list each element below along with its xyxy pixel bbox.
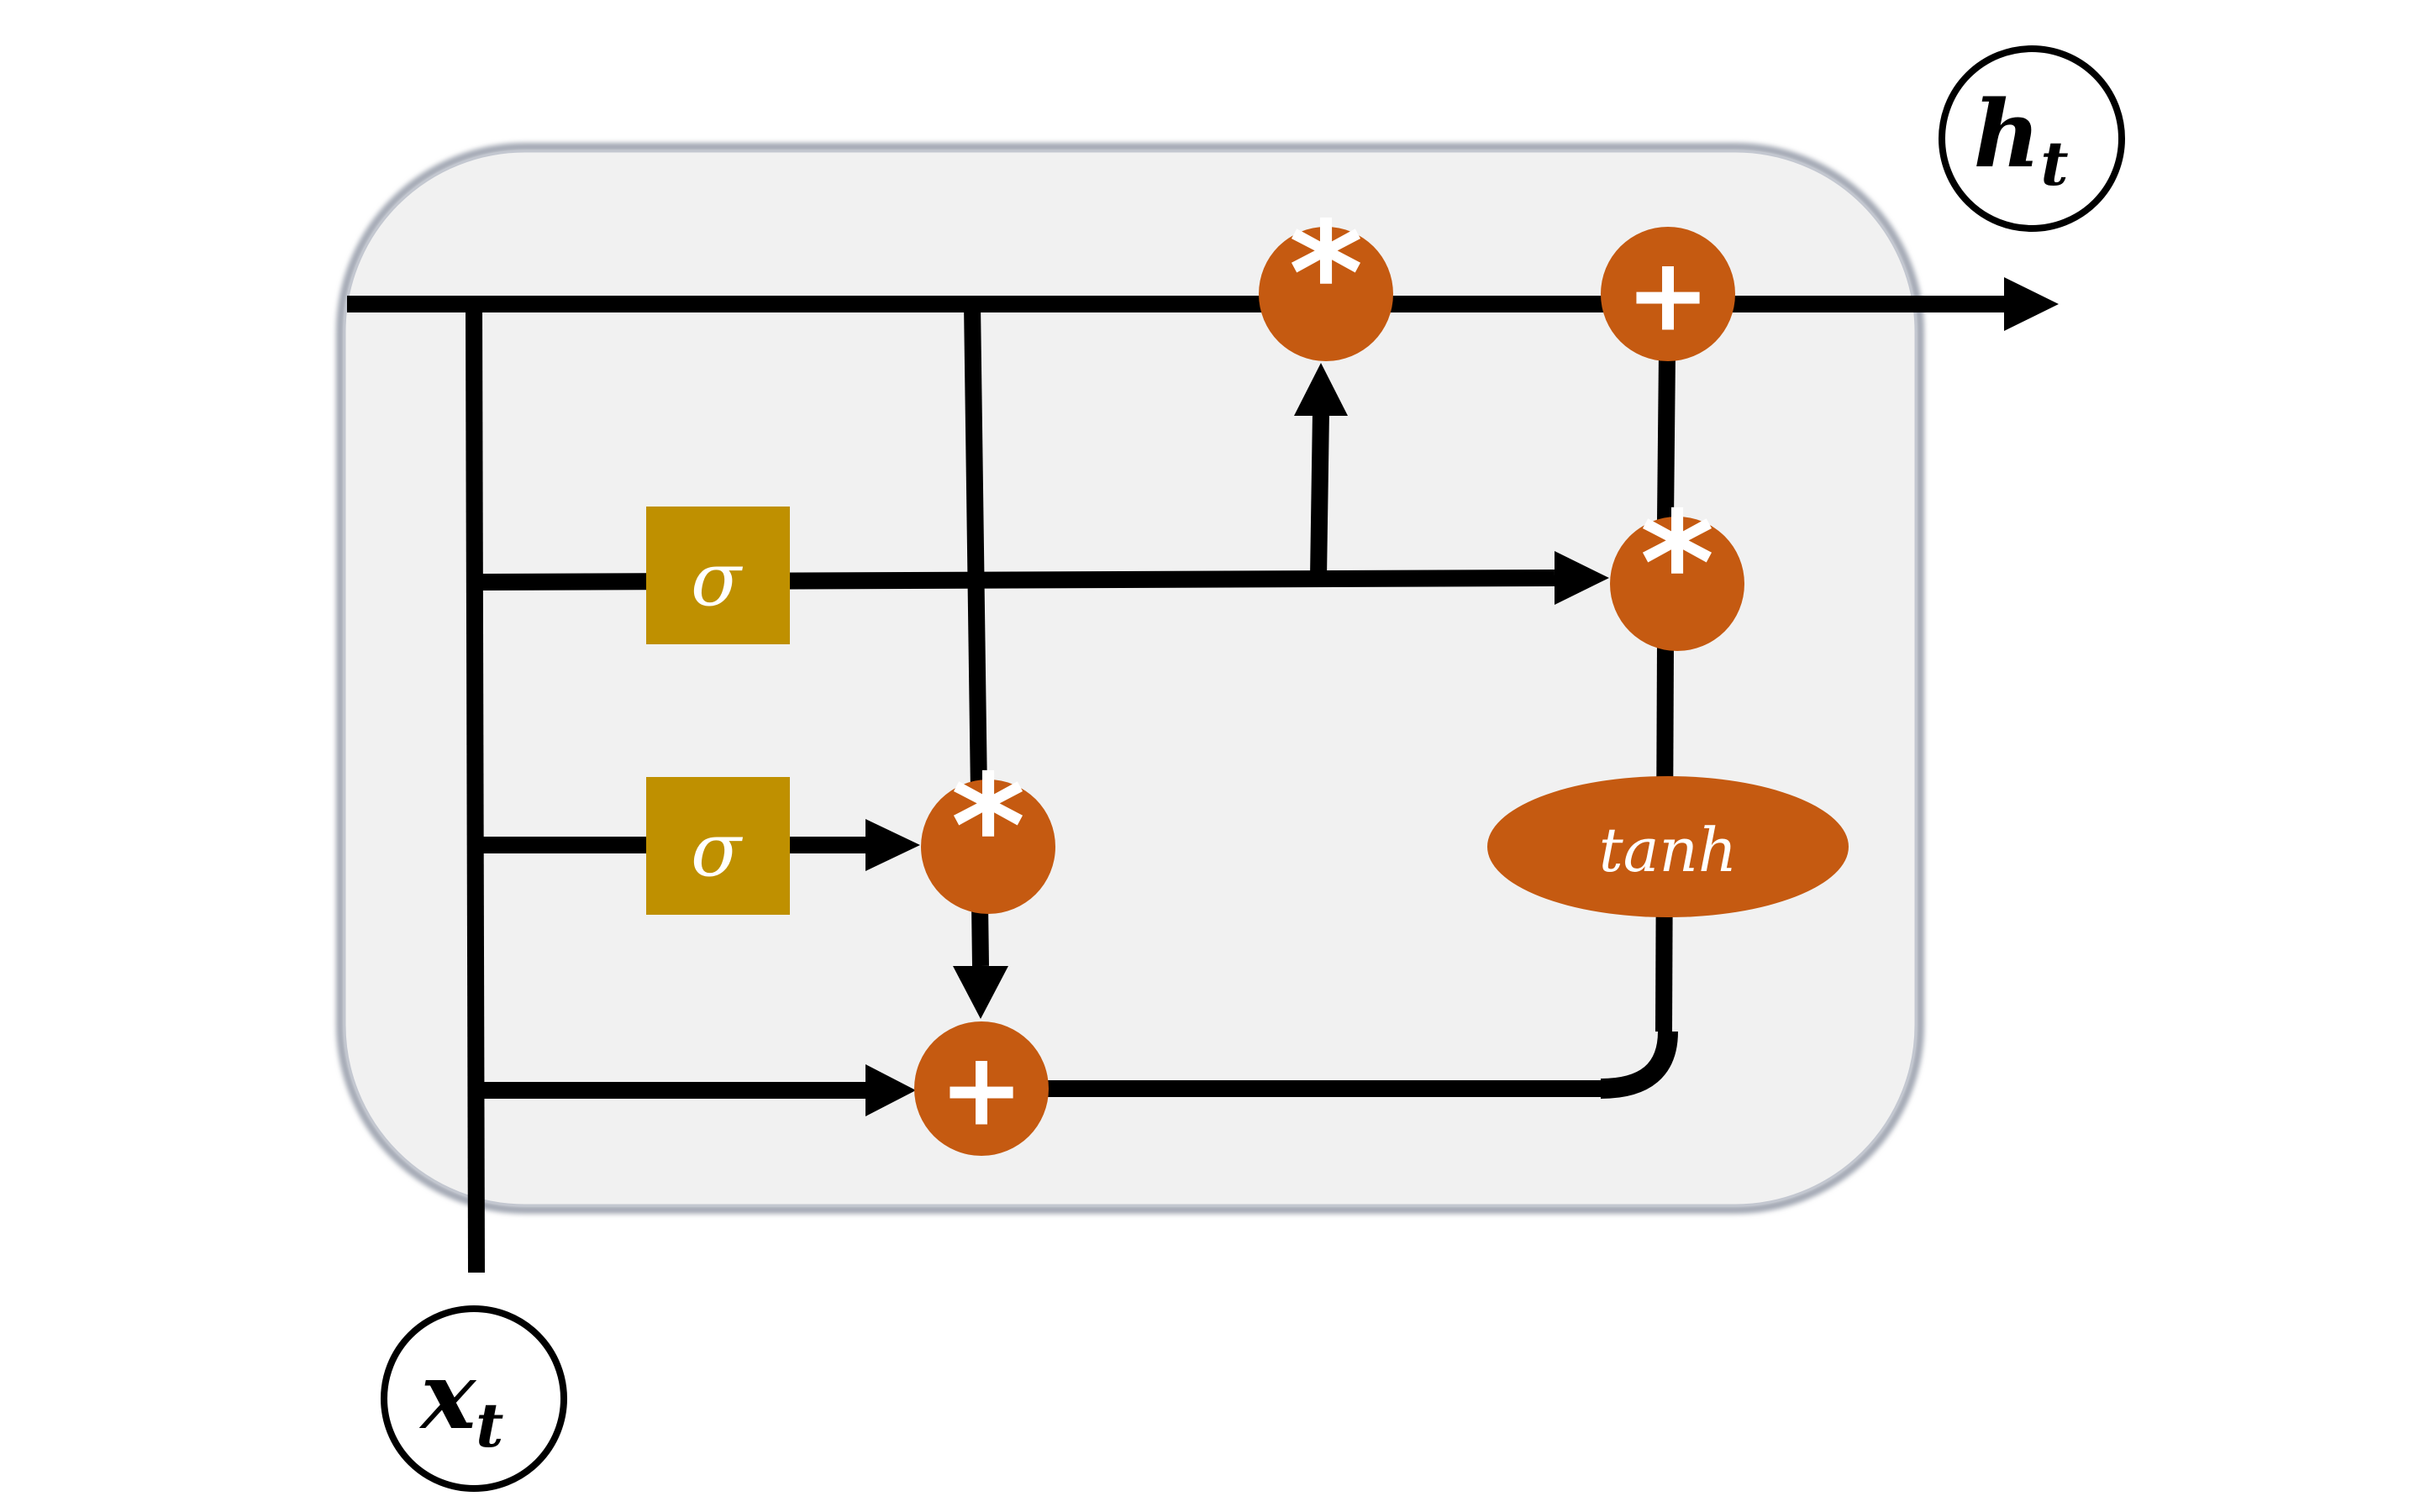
middle-vertical-line [964, 303, 987, 795]
op-right-multiply: * [1610, 481, 1744, 651]
forget-gate: σ [646, 507, 790, 644]
arrowhead-to-add [865, 1064, 916, 1116]
output-node: ht [1939, 45, 2125, 232]
output-node-label: ht [1973, 80, 2068, 199]
gate-to-top-mul-line [1310, 411, 1329, 579]
op-top-add-symbol: + [1626, 238, 1711, 354]
input-gate: σ [646, 777, 790, 915]
op-top-multiply: * [1259, 192, 1393, 361]
op-middle-multiply-symbol: * [951, 744, 1026, 911]
input-gate-label: σ [691, 807, 744, 894]
op-bottom-add-circle [914, 1021, 1049, 1156]
cell-body [343, 150, 1918, 1207]
branch-forget-line [476, 570, 1555, 591]
tanh-label: tanh [1599, 815, 1738, 885]
tanh-activation: tanh [1487, 776, 1849, 917]
input-node-circle [381, 1305, 567, 1492]
op-top-multiply-circle [1259, 227, 1393, 361]
output-arrowhead [2004, 277, 2059, 331]
arrowhead-to-middle-mul [865, 819, 920, 871]
op-top-multiply-symbol: * [1289, 192, 1364, 358]
op-bottom-add-symbol: + [939, 1032, 1024, 1149]
input-gate-box [646, 777, 790, 915]
input-trunk-line [466, 303, 485, 1273]
input-node-label: xt [419, 1341, 504, 1461]
input-node-sub: t [476, 1389, 503, 1461]
output-node-circle [1939, 45, 2125, 232]
op-right-multiply-circle [1610, 517, 1744, 651]
op-bottom-add: + [914, 1021, 1049, 1156]
mul-to-add-line [971, 902, 989, 967]
forget-gate-box [646, 507, 790, 644]
input-node-main: x [419, 1341, 477, 1450]
output-node-main: h [1973, 80, 2040, 188]
corner-curve [1600, 1031, 1678, 1099]
right-vertical-upper [1657, 352, 1676, 522]
forget-gate-label: σ [691, 537, 744, 623]
op-middle-multiply: * [921, 744, 1055, 914]
op-top-add-circle [1601, 227, 1735, 361]
connection-lines [347, 296, 2012, 1273]
cell-shadow [336, 143, 1924, 1214]
op-middle-multiply-circle [921, 780, 1055, 914]
output-node-sub: t [2040, 128, 2068, 199]
op-top-add: + [1601, 227, 1735, 361]
arrowhead-to-right-mul [1555, 551, 1609, 605]
input-node: xt [381, 1305, 567, 1492]
arrowhead-up-to-top-mul [1294, 363, 1348, 416]
op-right-multiply-symbol: * [1640, 481, 1715, 648]
arrowheads [865, 277, 2059, 1116]
arrowhead-down-to-add [953, 966, 1008, 1019]
tanh-ellipse [1487, 776, 1849, 917]
